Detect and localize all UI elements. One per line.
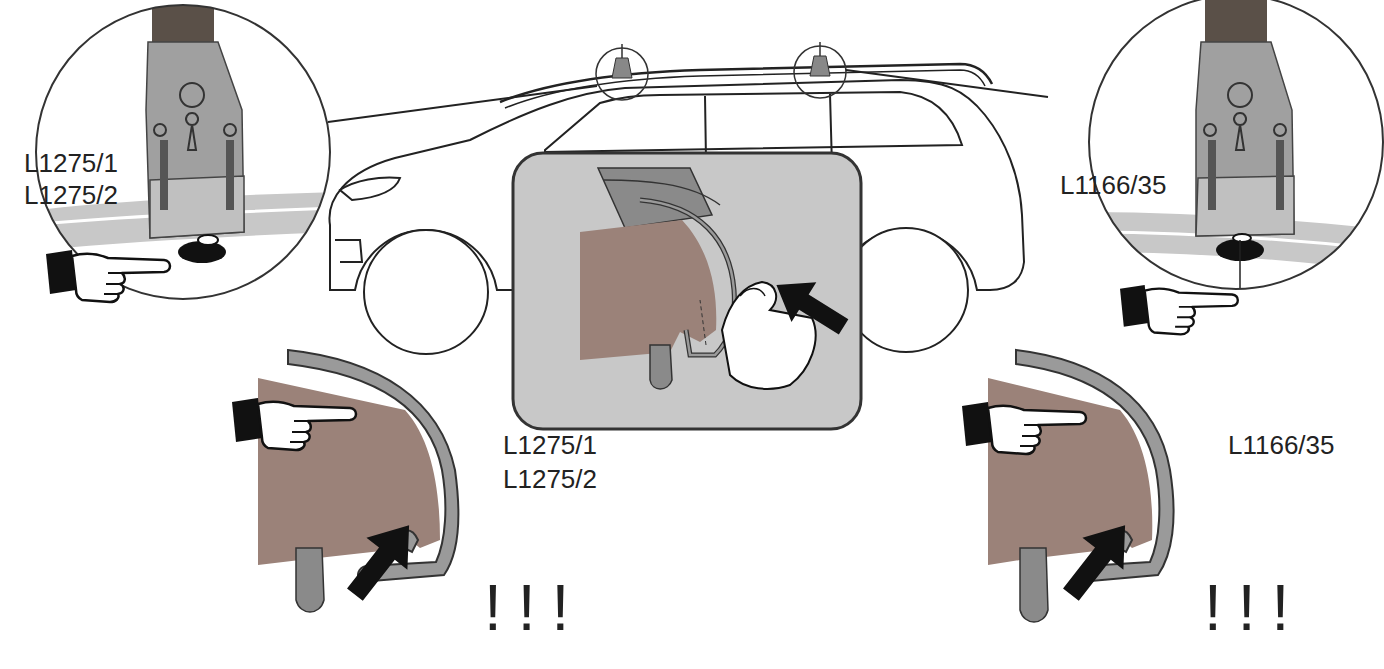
part-number: L1166/35	[1228, 432, 1335, 458]
profile-detail-right	[962, 350, 1174, 622]
part-number: L1275/1	[24, 150, 118, 176]
foot-detail-right	[1080, 0, 1384, 334]
warning-mark: !!!	[1204, 576, 1305, 640]
part-number: L1275/2	[24, 182, 118, 208]
roof-foot-markers	[328, 42, 1048, 122]
clamp-inset	[513, 153, 861, 429]
part-number: L1275/1	[503, 432, 597, 458]
warning-mark: !!!	[484, 576, 585, 640]
foot-detail-left	[20, 0, 340, 302]
part-number: L1166/35	[1060, 172, 1167, 198]
profile-detail-left	[232, 350, 458, 612]
part-number: L1275/2	[503, 466, 597, 492]
